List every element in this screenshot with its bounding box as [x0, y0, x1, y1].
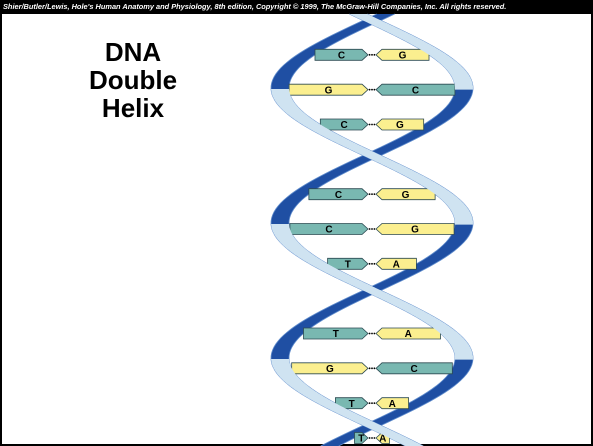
hydrogen-bond-dot [371, 367, 373, 369]
base-a-right: A [376, 328, 441, 340]
hydrogen-bond-dot [374, 437, 376, 439]
hydrogen-bond-dot [371, 263, 373, 265]
base-label: C [338, 50, 345, 61]
base-g-right: G [376, 119, 424, 131]
base-t-left: T [303, 328, 368, 340]
base-label: C [412, 85, 419, 96]
base-label: A [389, 399, 396, 410]
hydrogen-bond-dot [369, 402, 371, 404]
base-label: T [345, 259, 351, 270]
hydrogen-bond-dot [374, 263, 376, 265]
hydrogen-bond-dot [369, 193, 371, 195]
hydrogen-bond-dot [369, 437, 371, 439]
base-a-right: A [376, 398, 409, 410]
base-label: T [358, 434, 364, 445]
hydrogen-bond-dot [374, 89, 376, 91]
base-g-left: G [292, 363, 368, 375]
hydrogen-bond-dot [374, 402, 376, 404]
base-c-right: C [376, 363, 452, 375]
hydrogen-bond-dot [369, 333, 371, 335]
hydrogen-bond-dot [374, 228, 376, 230]
hydrogen-bond-dot [371, 228, 373, 230]
base-label: G [402, 190, 410, 201]
strand-a-segment [455, 356, 473, 360]
hydrogen-bond-dot [371, 54, 373, 56]
base-t-left: T [355, 433, 368, 445]
strand-b-segment [455, 221, 473, 225]
base-g-right: G [376, 189, 435, 201]
hydrogen-bond-dot [374, 124, 376, 126]
hydrogen-bond-dot [371, 124, 373, 126]
base-label: T [333, 329, 339, 340]
hydrogen-bond-dot [369, 54, 371, 56]
strand-a-segment [455, 86, 473, 90]
base-label: A [393, 259, 400, 270]
base-c-left: C [315, 49, 368, 61]
base-label: T [349, 399, 355, 410]
hydrogen-bond-dot [371, 89, 373, 91]
base-c-left: C [309, 189, 368, 201]
hydrogen-bond-dot [369, 228, 371, 230]
base-label: G [325, 85, 333, 96]
hydrogen-bond-dot [374, 54, 376, 56]
base-label: G [396, 120, 404, 131]
base-c-right: C [376, 84, 455, 96]
base-g-left: G [289, 84, 368, 96]
hydrogen-bond-dot [369, 367, 371, 369]
base-label: C [325, 225, 332, 236]
hydrogen-bond-dot [371, 333, 373, 335]
hydrogen-bond-dot [371, 402, 373, 404]
hydrogen-bond-dot [371, 193, 373, 195]
base-label: G [411, 225, 419, 236]
hydrogen-bond-dot [369, 263, 371, 265]
base-g-right: G [376, 49, 429, 61]
base-label: C [341, 120, 348, 131]
base-label: A [405, 329, 412, 340]
base-label: G [326, 364, 334, 375]
base-label: C [335, 190, 342, 201]
hydrogen-bond-dot [374, 367, 376, 369]
hydrogen-bond-dot [374, 193, 376, 195]
hydrogen-bond-dot [369, 124, 371, 126]
base-label: G [399, 50, 407, 61]
hydrogen-bond-dot [374, 333, 376, 335]
hydrogen-bond-dot [369, 89, 371, 91]
base-label: C [411, 364, 418, 375]
base-g-right: G [376, 224, 454, 236]
base-c-left: C [290, 224, 368, 236]
hydrogen-bond-dot [371, 437, 373, 439]
base-a-right: A [376, 258, 416, 270]
